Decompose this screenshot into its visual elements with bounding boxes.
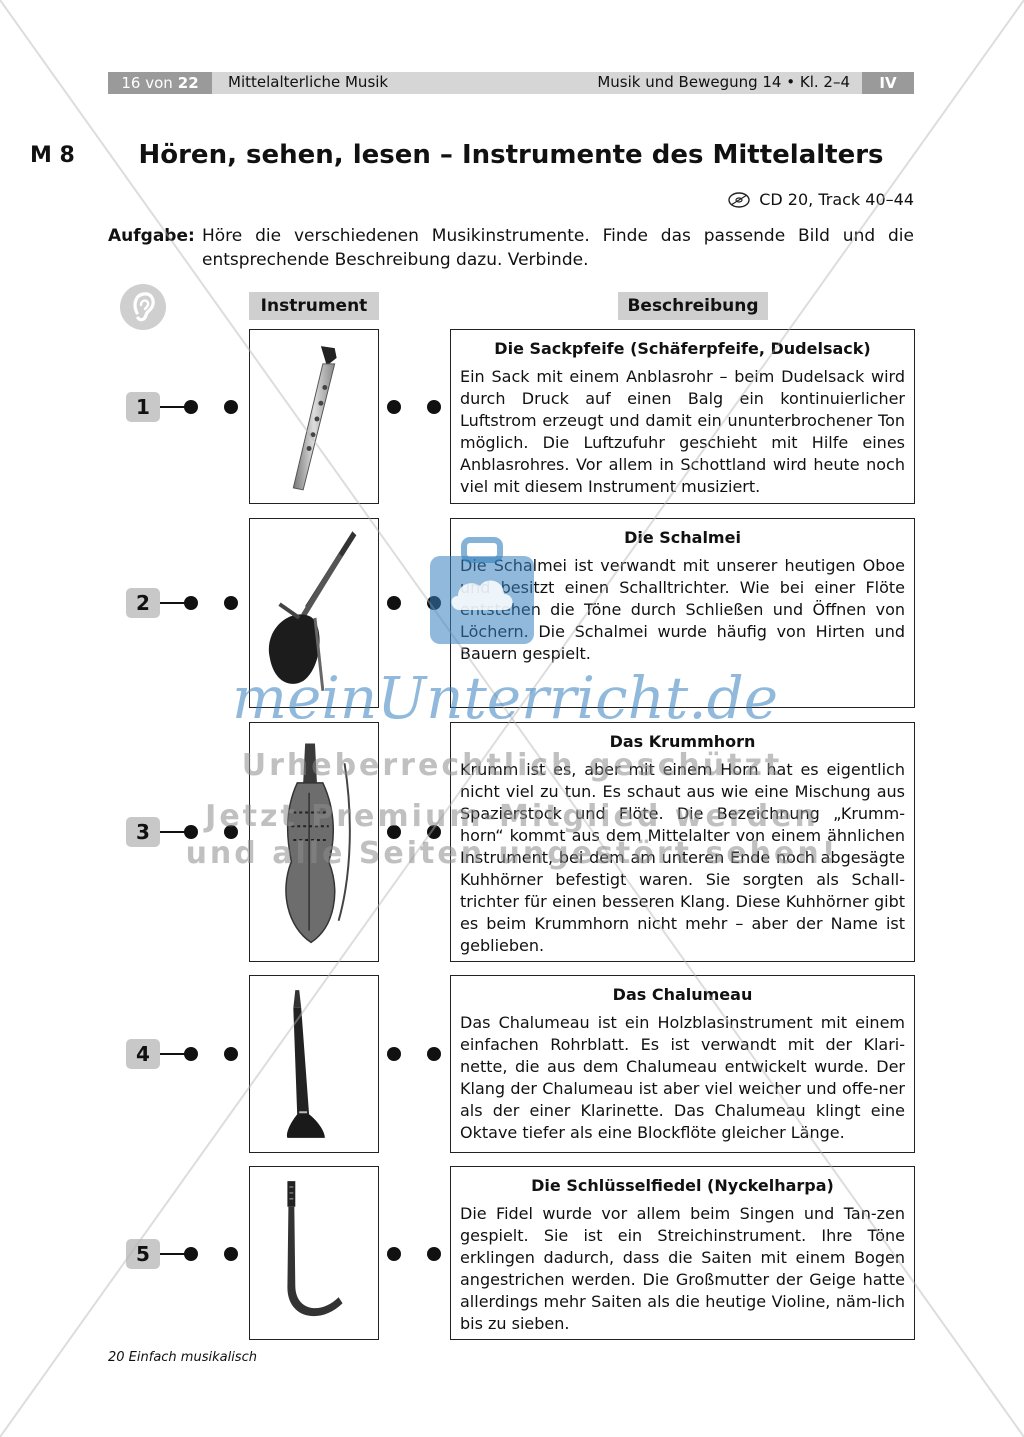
connector-dot[interactable]	[427, 596, 441, 610]
connector-dot[interactable]	[184, 596, 198, 610]
connector-dot[interactable]	[387, 1047, 401, 1061]
description-title: Das Chalumeau	[612, 985, 753, 1004]
task-label: Aufgabe:	[108, 226, 195, 246]
description-box: Die Schalmei Die Schalmei ist verwandt m…	[450, 518, 915, 708]
material-label: M 8	[30, 143, 75, 168]
series-label: Musik und Bewegung 14 • Kl. 2–4	[597, 73, 850, 91]
connector-dot[interactable]	[224, 596, 238, 610]
connector-dot[interactable]	[427, 400, 441, 414]
connector-dot[interactable]	[184, 400, 198, 414]
connector-dot[interactable]	[224, 1047, 238, 1061]
connector-dot[interactable]	[224, 825, 238, 839]
column-header-instrument: Instrument	[249, 292, 379, 320]
description-title: Die Schlüsselfiedel (Nyckelharpa)	[531, 1176, 834, 1195]
row-number: 3	[126, 817, 160, 847]
instrument-image-recorder	[249, 329, 379, 504]
connector-dot[interactable]	[224, 400, 238, 414]
connector-dot[interactable]	[184, 1047, 198, 1061]
connector-dot[interactable]	[427, 1047, 441, 1061]
description-box: Die Schlüsselfiedel (Nyckelharpa) Die Fi…	[450, 1166, 915, 1340]
description-box: Die Sackpfeife (Schäferpfeife, Dudelsack…	[450, 329, 915, 504]
column-header-description: Beschreibung	[618, 292, 768, 320]
connector-dot[interactable]	[184, 825, 198, 839]
description-text: Die Schalmei ist verwandt mit unserer he…	[460, 556, 905, 663]
row-number: 5	[126, 1239, 160, 1269]
connector-dot[interactable]	[427, 1247, 441, 1261]
connector-line	[160, 602, 192, 604]
footer-source: 20 Einfach musikalisch	[108, 1350, 257, 1365]
description-title: Die Schalmei	[624, 528, 741, 547]
row-number: 2	[126, 588, 160, 618]
description-box: Das Krummhorn Krumm ist es, aber mit ein…	[450, 722, 915, 962]
description-text: Krumm ist es, aber mit einem Horn hat es…	[460, 760, 905, 955]
description-box: Das Chalumeau Das Chalumeau ist ein Holz…	[450, 975, 915, 1153]
cd-icon	[728, 191, 750, 208]
page-total: 22	[177, 74, 199, 92]
page-prefix: 16 von	[121, 74, 173, 92]
connector-dot[interactable]	[427, 825, 441, 839]
header-bar: 16 von 22 Mittelalterliche Musik Musik u…	[108, 72, 914, 94]
description-title: Das Krummhorn	[609, 732, 756, 751]
connector-dot[interactable]	[224, 1247, 238, 1261]
topic-title: Mittelalterliche Musik	[228, 73, 389, 91]
section-roman: IV	[862, 72, 914, 94]
connector-line	[160, 1053, 192, 1055]
description-title: Die Sackpfeife (Schäferpfeife, Dudelsack…	[494, 339, 871, 358]
connector-line	[160, 1253, 192, 1255]
page-counter: 16 von 22	[108, 72, 212, 94]
connector-dot[interactable]	[387, 400, 401, 414]
instrument-image-crumhorn	[249, 1166, 379, 1340]
connector-dot[interactable]	[387, 596, 401, 610]
connector-dot[interactable]	[184, 1247, 198, 1261]
cd-reference: CD 20, Track 40–44	[727, 190, 914, 209]
instrument-image-bagpipe	[249, 518, 379, 708]
description-text: Das Chalumeau ist ein Holzblasinstrument…	[460, 1013, 905, 1142]
connector-dot[interactable]	[387, 825, 401, 839]
instrument-image-nyckelharpa	[249, 722, 379, 962]
cd-track-text: CD 20, Track 40–44	[759, 190, 914, 209]
instrument-image-shawm	[249, 975, 379, 1153]
connector-line	[160, 831, 192, 833]
row-number: 1	[126, 392, 160, 422]
description-text: Ein Sack mit einem Anblasrohr – beim Dud…	[460, 367, 905, 496]
row-number: 4	[126, 1039, 160, 1069]
task: Aufgabe: Höre die verschiedenen Musikins…	[108, 224, 914, 272]
connector-line	[160, 406, 192, 408]
connector-dot[interactable]	[387, 1247, 401, 1261]
page-title: Hören, sehen, lesen – Instrumente des Mi…	[138, 140, 884, 170]
description-text: Die Fidel wurde vor allem beim Singen un…	[460, 1204, 905, 1333]
ear-icon	[120, 284, 166, 330]
task-text: Höre die verschiedenen Musikinstrumente.…	[202, 226, 914, 270]
